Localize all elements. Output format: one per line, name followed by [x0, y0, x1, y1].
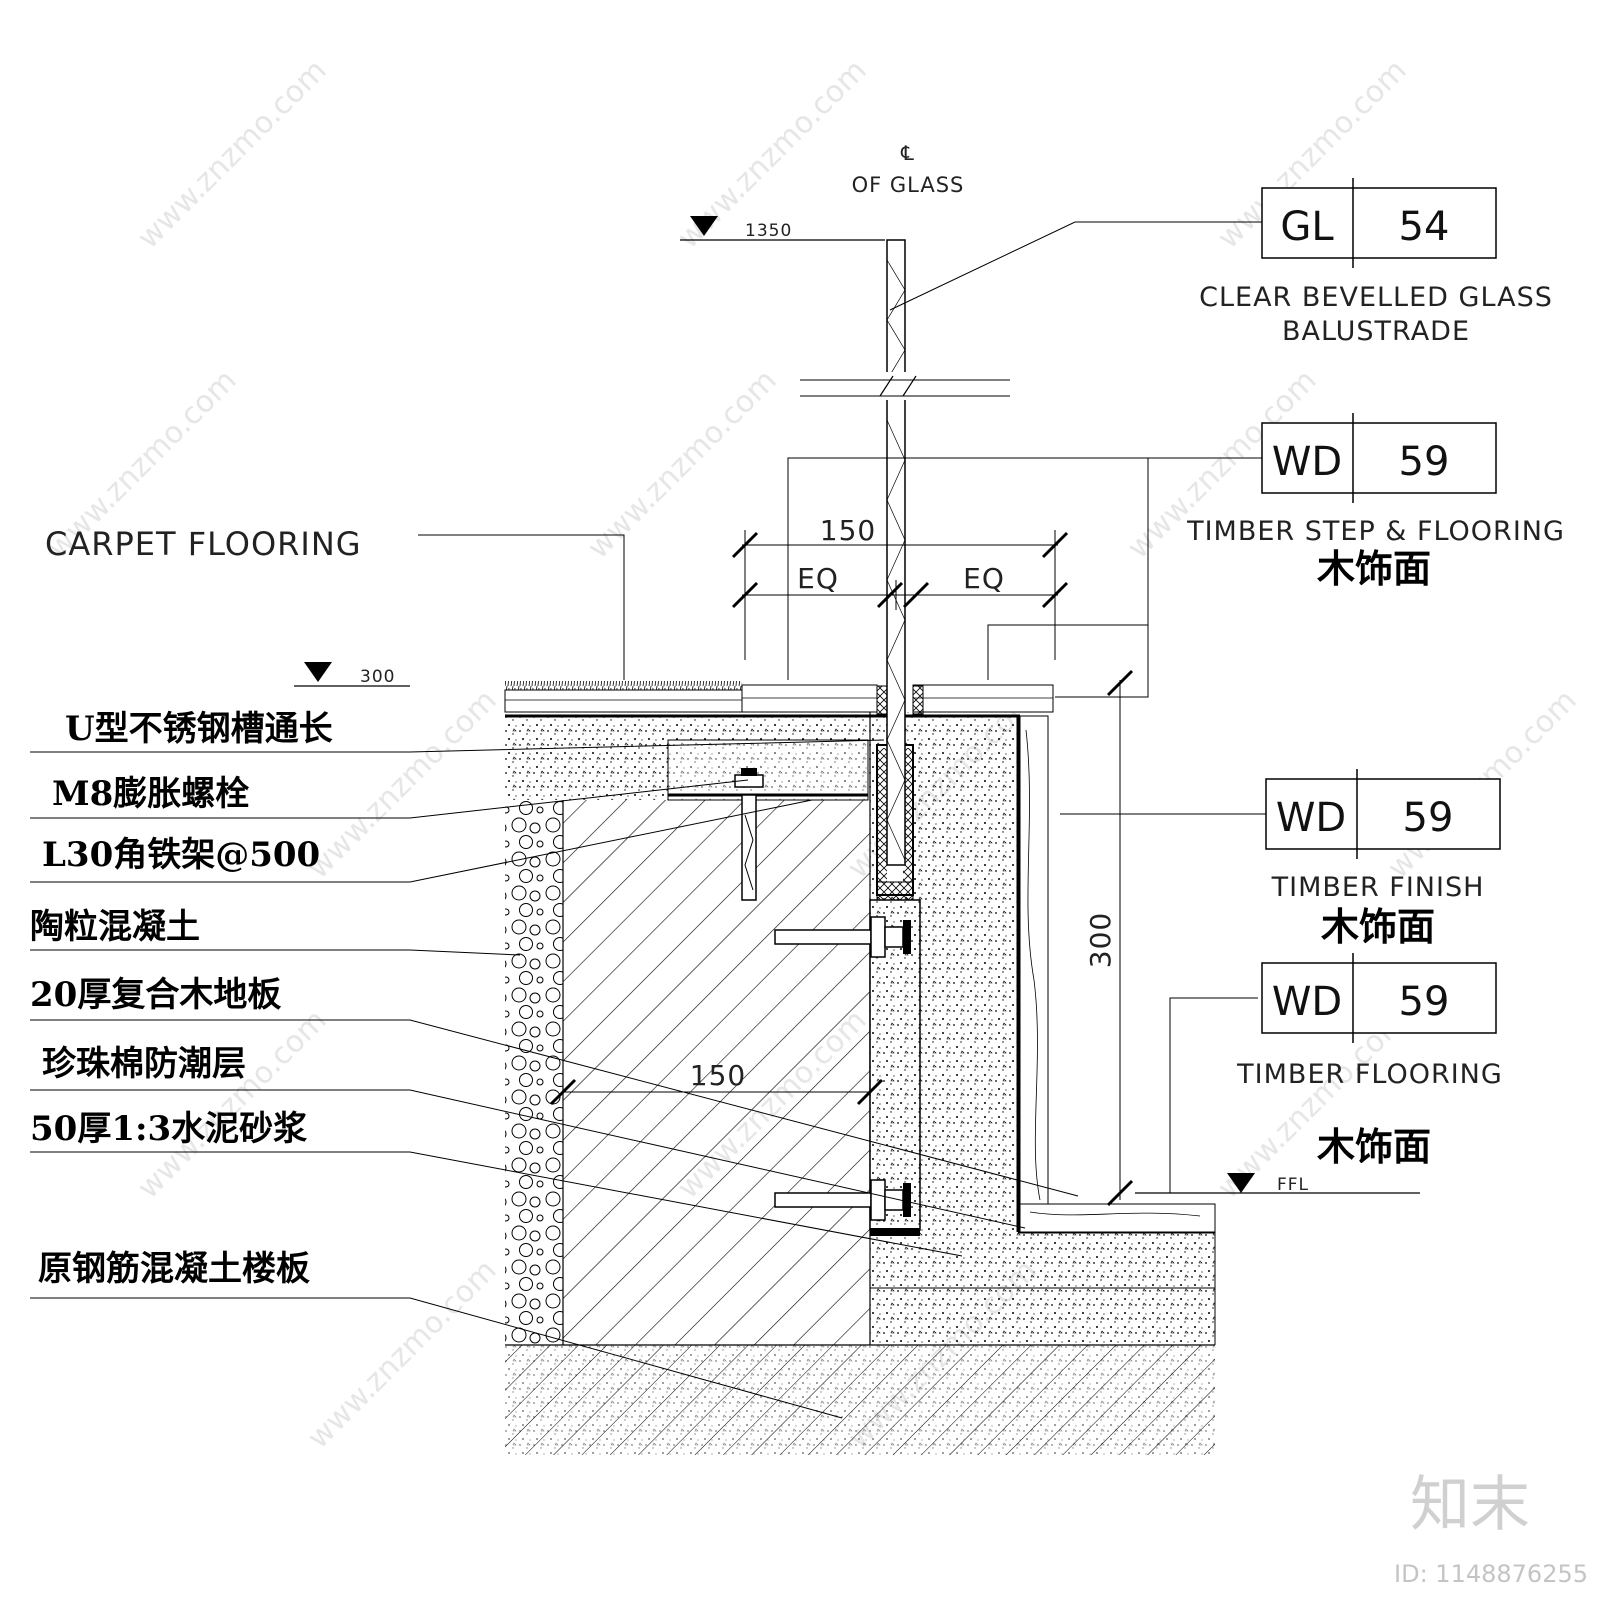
label-rc-slab: 原钢筋混凝土楼板	[38, 1249, 310, 1289]
level-mark-ffl: FFL	[1135, 1173, 1420, 1195]
watermark-logo: 知末	[1410, 1470, 1530, 1540]
watermark-text: www.znzmo.com	[131, 1003, 334, 1206]
carpet-flooring-label: CARPET FLOORING	[45, 525, 362, 563]
tag-gl-en-2: BALUSTRADE	[1282, 316, 1470, 347]
l30-angle-bracket	[774, 916, 920, 1236]
tag-wd-59-step: WD 59 TIMBER STEP & FLOORING 木饰面	[1186, 413, 1565, 591]
tag-wd-59-finish: WD 59 TIMBER FINISH 木饰面	[1265, 769, 1501, 949]
glass-balustrade	[800, 239, 1010, 866]
level-mark-300: 300	[294, 662, 410, 687]
tag-wd-step-cn: 木饰面	[1317, 546, 1431, 591]
m8-expansion-bolt	[667, 739, 869, 901]
label-m8-bolt: M8膨胀螺栓	[52, 774, 249, 814]
tag-wd-finish-code: WD	[1276, 795, 1346, 841]
tag-wd-floor-en: TIMBER FLOORING	[1236, 1059, 1503, 1090]
dimension-top-150: 150 EQ EQ	[731, 514, 1069, 660]
centerline-label: OF GLASS	[852, 173, 965, 197]
tag-wd-finish-cn: 木饰面	[1321, 904, 1435, 949]
tag-wd-step-number: 59	[1399, 439, 1450, 485]
left-labels: U型不锈钢槽通长 M8膨胀螺栓 L30角铁架@500 陶粒混凝土 20厚复合木地…	[30, 709, 1079, 1419]
watermark-text: www.znzmo.com	[301, 1253, 504, 1456]
label-epe-foam: 珍珠棉防潮层	[42, 1044, 246, 1084]
tag-wd-finish-en: TIMBER FINISH	[1271, 872, 1485, 903]
upper-floor-finish	[504, 681, 1054, 718]
step-timber-finish	[1016, 715, 1216, 1234]
tag-wd-step-en: TIMBER STEP & FLOORING	[1186, 516, 1565, 547]
level-1350-text: 1350	[745, 221, 792, 241]
tag-wd-finish-number: 59	[1403, 795, 1454, 841]
ceramsite-concrete-fill	[505, 710, 871, 1345]
tag-wd-floor-code: WD	[1272, 979, 1342, 1025]
tag-gl-en-1: CLEAR BEVELLED GLASS	[1199, 282, 1553, 313]
dim-eq-left-text: EQ	[797, 562, 839, 595]
centerline-symbol: ℄	[900, 141, 915, 165]
dim-150-mid-text: 150	[690, 1059, 746, 1092]
label-l30-angle: L30角铁架@500	[42, 835, 320, 875]
floor-slab	[505, 1344, 1215, 1455]
label-laminate: 20厚复合木地板	[30, 975, 281, 1015]
level-300-text: 300	[360, 667, 395, 687]
dimension-mid-150: 150	[549, 1059, 884, 1106]
dim-150-top-text: 150	[820, 514, 876, 547]
tag-gl-number: 54	[1399, 204, 1450, 250]
watermark-id: ID: 1148876255	[1394, 1560, 1588, 1588]
tag-gl-code: GL	[1280, 204, 1334, 250]
tag-wd-59-flooring: WD 59 TIMBER FLOORING 木饰面	[1236, 953, 1503, 1169]
tag-gl-54: GL 54 CLEAR BEVELLED GLASS BALUSTRADE	[1199, 178, 1553, 347]
tag-wd-step-code: WD	[1272, 439, 1342, 485]
centerline-marker: ℄ OF GLASS	[852, 141, 965, 197]
level-ffl-text: FFL	[1277, 1175, 1309, 1195]
label-mortar: 50厚1:3水泥砂浆	[30, 1109, 307, 1149]
watermark-text: www.znzmo.com	[131, 53, 334, 256]
level-mark-1350: 1350	[680, 216, 885, 241]
dim-eq-right-text: EQ	[963, 562, 1005, 595]
dimension-step-300: 300	[1084, 669, 1134, 1207]
tag-leaders	[418, 221, 1266, 1193]
dim-300-text: 300	[1084, 912, 1117, 968]
label-ceramsite: 陶粒混凝土	[30, 907, 200, 947]
tag-wd-floor-cn: 木饰面	[1317, 1124, 1431, 1169]
label-u-channel: U型不锈钢槽通长	[65, 709, 333, 749]
tag-wd-floor-number: 59	[1399, 979, 1450, 1025]
corner-watermark: 知末 ID: 1148876255	[1394, 1470, 1588, 1588]
